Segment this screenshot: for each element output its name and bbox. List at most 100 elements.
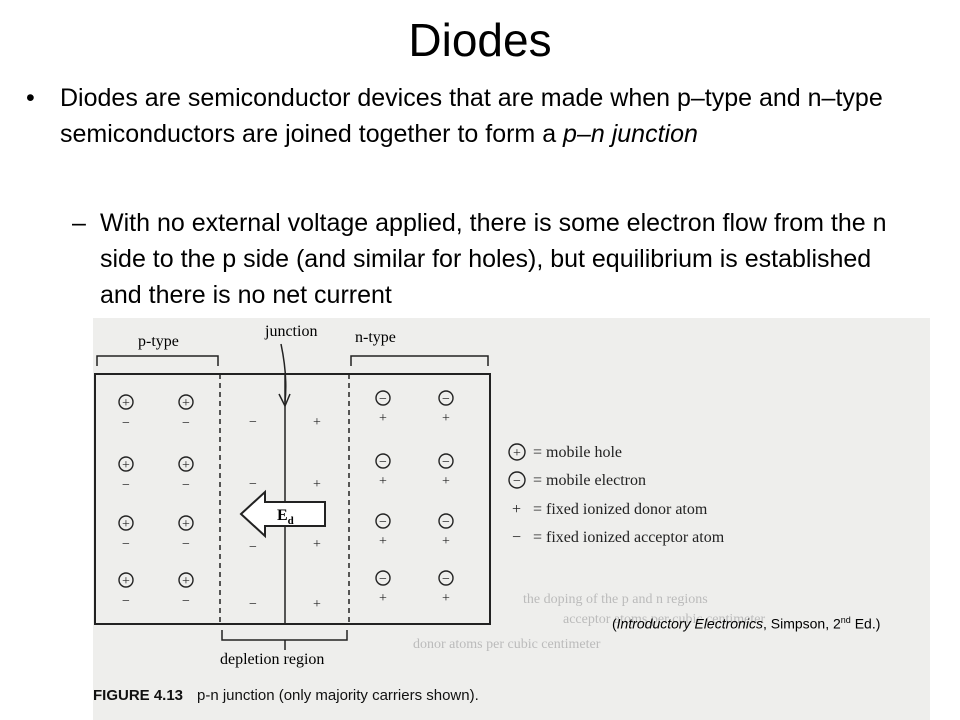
hole-icon [118,515,134,531]
hole-icon [118,456,134,472]
field-subscript: d [288,515,294,527]
junction-pointer [280,343,287,403]
junction-label: junction [264,323,317,340]
depletion-label: depletion region [220,651,324,668]
svg-text:+: + [182,517,190,532]
n-region-signs: −− −− −− −− ++ ++ ++ ++ [379,392,450,606]
svg-text:−: − [442,572,450,587]
p-type-label: p-type [138,333,179,350]
main-bullet-text: Diodes are semiconductor devices that ar… [60,80,940,152]
p-type-bracket [96,355,219,366]
svg-text:+: + [122,517,130,532]
svg-text:+: + [379,534,387,549]
background-text-line: acceptor atoms per cubic centimeter [563,612,765,627]
svg-text:+: + [122,458,130,473]
main-bullet: • Diodes are semiconductor devices that … [20,80,940,152]
legend-donor-symbol: + [512,501,521,518]
svg-text:−: − [379,572,387,587]
bullet-marker: • [26,84,35,112]
credit-book: Introductory Electronics [616,615,763,632]
n-type-bracket [350,355,489,366]
field-label: Ed [277,507,294,527]
svg-text:+: + [442,534,450,549]
svg-text:−: − [249,597,257,612]
hole-icon [118,572,134,588]
main-bullet-italic: p–n junction [563,120,698,148]
semiconductor-block [94,373,491,625]
electron-icon [438,513,454,529]
svg-text:+: + [442,411,450,426]
svg-text:−: − [442,455,450,470]
p-region-signs: ++ ++ ++ ++ −− −− −− −− − − − − + + + + [122,396,321,612]
field-symbol: E [277,507,288,524]
junction-arrowhead [278,393,291,408]
svg-text:+: + [313,537,321,552]
credit-open: ( [612,615,617,632]
svg-text:+: + [313,415,321,430]
background-text: the doping of the p and n regions accept… [413,592,765,652]
svg-text:+: + [379,591,387,606]
svg-text:−: − [379,455,387,470]
legend-donor-text: = fixed ionized donor atom [533,501,708,518]
sub-bullet-text: With no external voltage applied, there … [100,209,887,309]
credit-author: , Simpson, 2 [762,615,841,632]
legend-acceptor-text: = fixed ionized acceptor atom [533,529,725,546]
svg-text:−: − [513,474,521,489]
legend-hole-icon [508,443,526,461]
p-region-carriers [118,394,194,588]
hole-icon [178,515,194,531]
hole-icon [118,394,134,410]
legend-acceptor-symbol: − [512,529,521,546]
svg-text:−: − [182,537,190,552]
electron-icon [375,453,391,469]
svg-text:−: − [122,416,130,431]
electron-icon [375,390,391,406]
sub-bullet-marker: – [72,209,86,237]
svg-text:−: − [182,478,190,493]
svg-text:+: + [379,411,387,426]
n-type-label: n-type [355,329,396,346]
electron-icon [438,570,454,586]
legend: + − = mobile hole = mobile electron + = … [508,443,725,546]
source-credit: (Introductory Electronics, Simpson, 2nd … [612,615,880,632]
legend-electron-text: = mobile electron [533,472,646,489]
figure-caption-text: p-n junction (only majority carriers sho… [197,687,479,704]
svg-text:+: + [122,396,130,411]
main-bullet-body: Diodes are semiconductor devices that ar… [60,84,883,148]
svg-text:−: − [122,478,130,493]
credit-sup: nd [840,615,851,625]
svg-text:−: − [122,594,130,609]
svg-text:+: + [313,477,321,492]
electron-icon [438,453,454,469]
svg-text:+: + [182,574,190,589]
svg-text:−: − [249,540,257,555]
legend-hole-text: = mobile hole [533,444,622,461]
svg-text:−: − [379,392,387,407]
hole-icon [178,394,194,410]
n-region-carriers [375,390,454,586]
svg-text:+: + [379,474,387,489]
hole-icon [178,572,194,588]
svg-text:−: − [442,515,450,530]
svg-text:−: − [182,416,190,431]
electric-field-arrow [239,489,326,539]
svg-text:+: + [442,474,450,489]
svg-text:+: + [513,446,521,461]
background-text-line: the doping of the p and n regions [523,592,708,607]
figure-caption-label: FIGURE 4.13 [93,687,183,704]
svg-text:+: + [182,458,190,473]
sub-bullet: – With no external voltage applied, ther… [72,205,902,313]
svg-text:+: + [442,591,450,606]
svg-text:−: − [122,537,130,552]
background-text-line: donor atoms per cubic centimeter [413,637,601,652]
pn-junction-diagram: the doping of the p and n regions accept… [93,323,765,704]
electron-icon [438,390,454,406]
svg-text:+: + [182,396,190,411]
hole-icon [178,456,194,472]
slide-title: Diodes [408,14,552,66]
svg-text:−: − [442,392,450,407]
svg-text:−: − [182,594,190,609]
credit-edition: Ed.) [850,615,881,632]
svg-text:−: − [249,415,257,430]
electron-icon [375,513,391,529]
